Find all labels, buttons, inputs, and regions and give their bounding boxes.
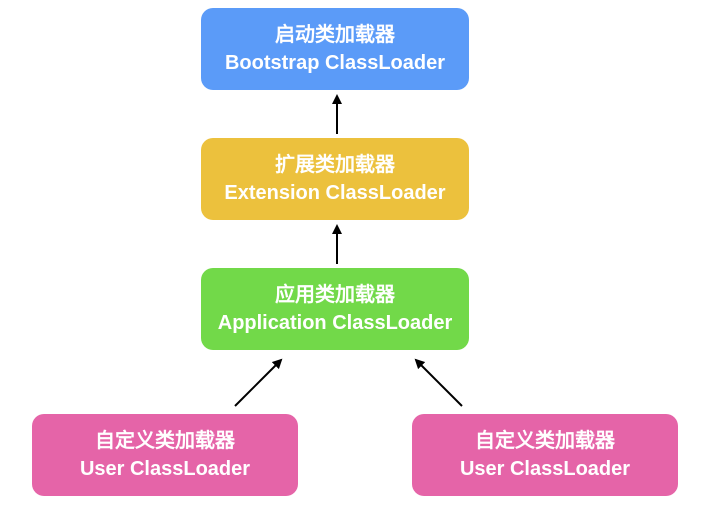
arrow-user-right-to-application [414,358,463,407]
user-left-label-en: User ClassLoader [79,458,251,480]
arrow-user-left-to-application [234,358,283,407]
user-classloader-box-left: 自定义类加载器 User ClassLoader [32,414,298,496]
bootstrap-classloader-box: 启动类加载器 Bootstrap ClassLoader [201,8,469,90]
application-label-en: Application ClassLoader [217,312,453,334]
application-label-zh: 应用类加载器 [275,282,395,306]
extension-label-zh: 扩展类加载器 [275,152,395,176]
user-left-label-zh: 自定义类加载器 [95,428,235,452]
user-right-label-zh: 自定义类加载器 [475,428,615,452]
application-classloader-box: 应用类加载器 Application ClassLoader [201,268,469,350]
user-classloader-box-right: 自定义类加载器 User ClassLoader [412,414,678,496]
bootstrap-label-zh: 启动类加载器 [275,22,395,46]
bootstrap-label-en: Bootstrap ClassLoader [224,52,446,74]
extension-classloader-box: 扩展类加载器 Extension ClassLoader [201,138,469,220]
user-right-label-en: User ClassLoader [459,458,631,480]
extension-label-en: Extension ClassLoader [224,182,446,204]
